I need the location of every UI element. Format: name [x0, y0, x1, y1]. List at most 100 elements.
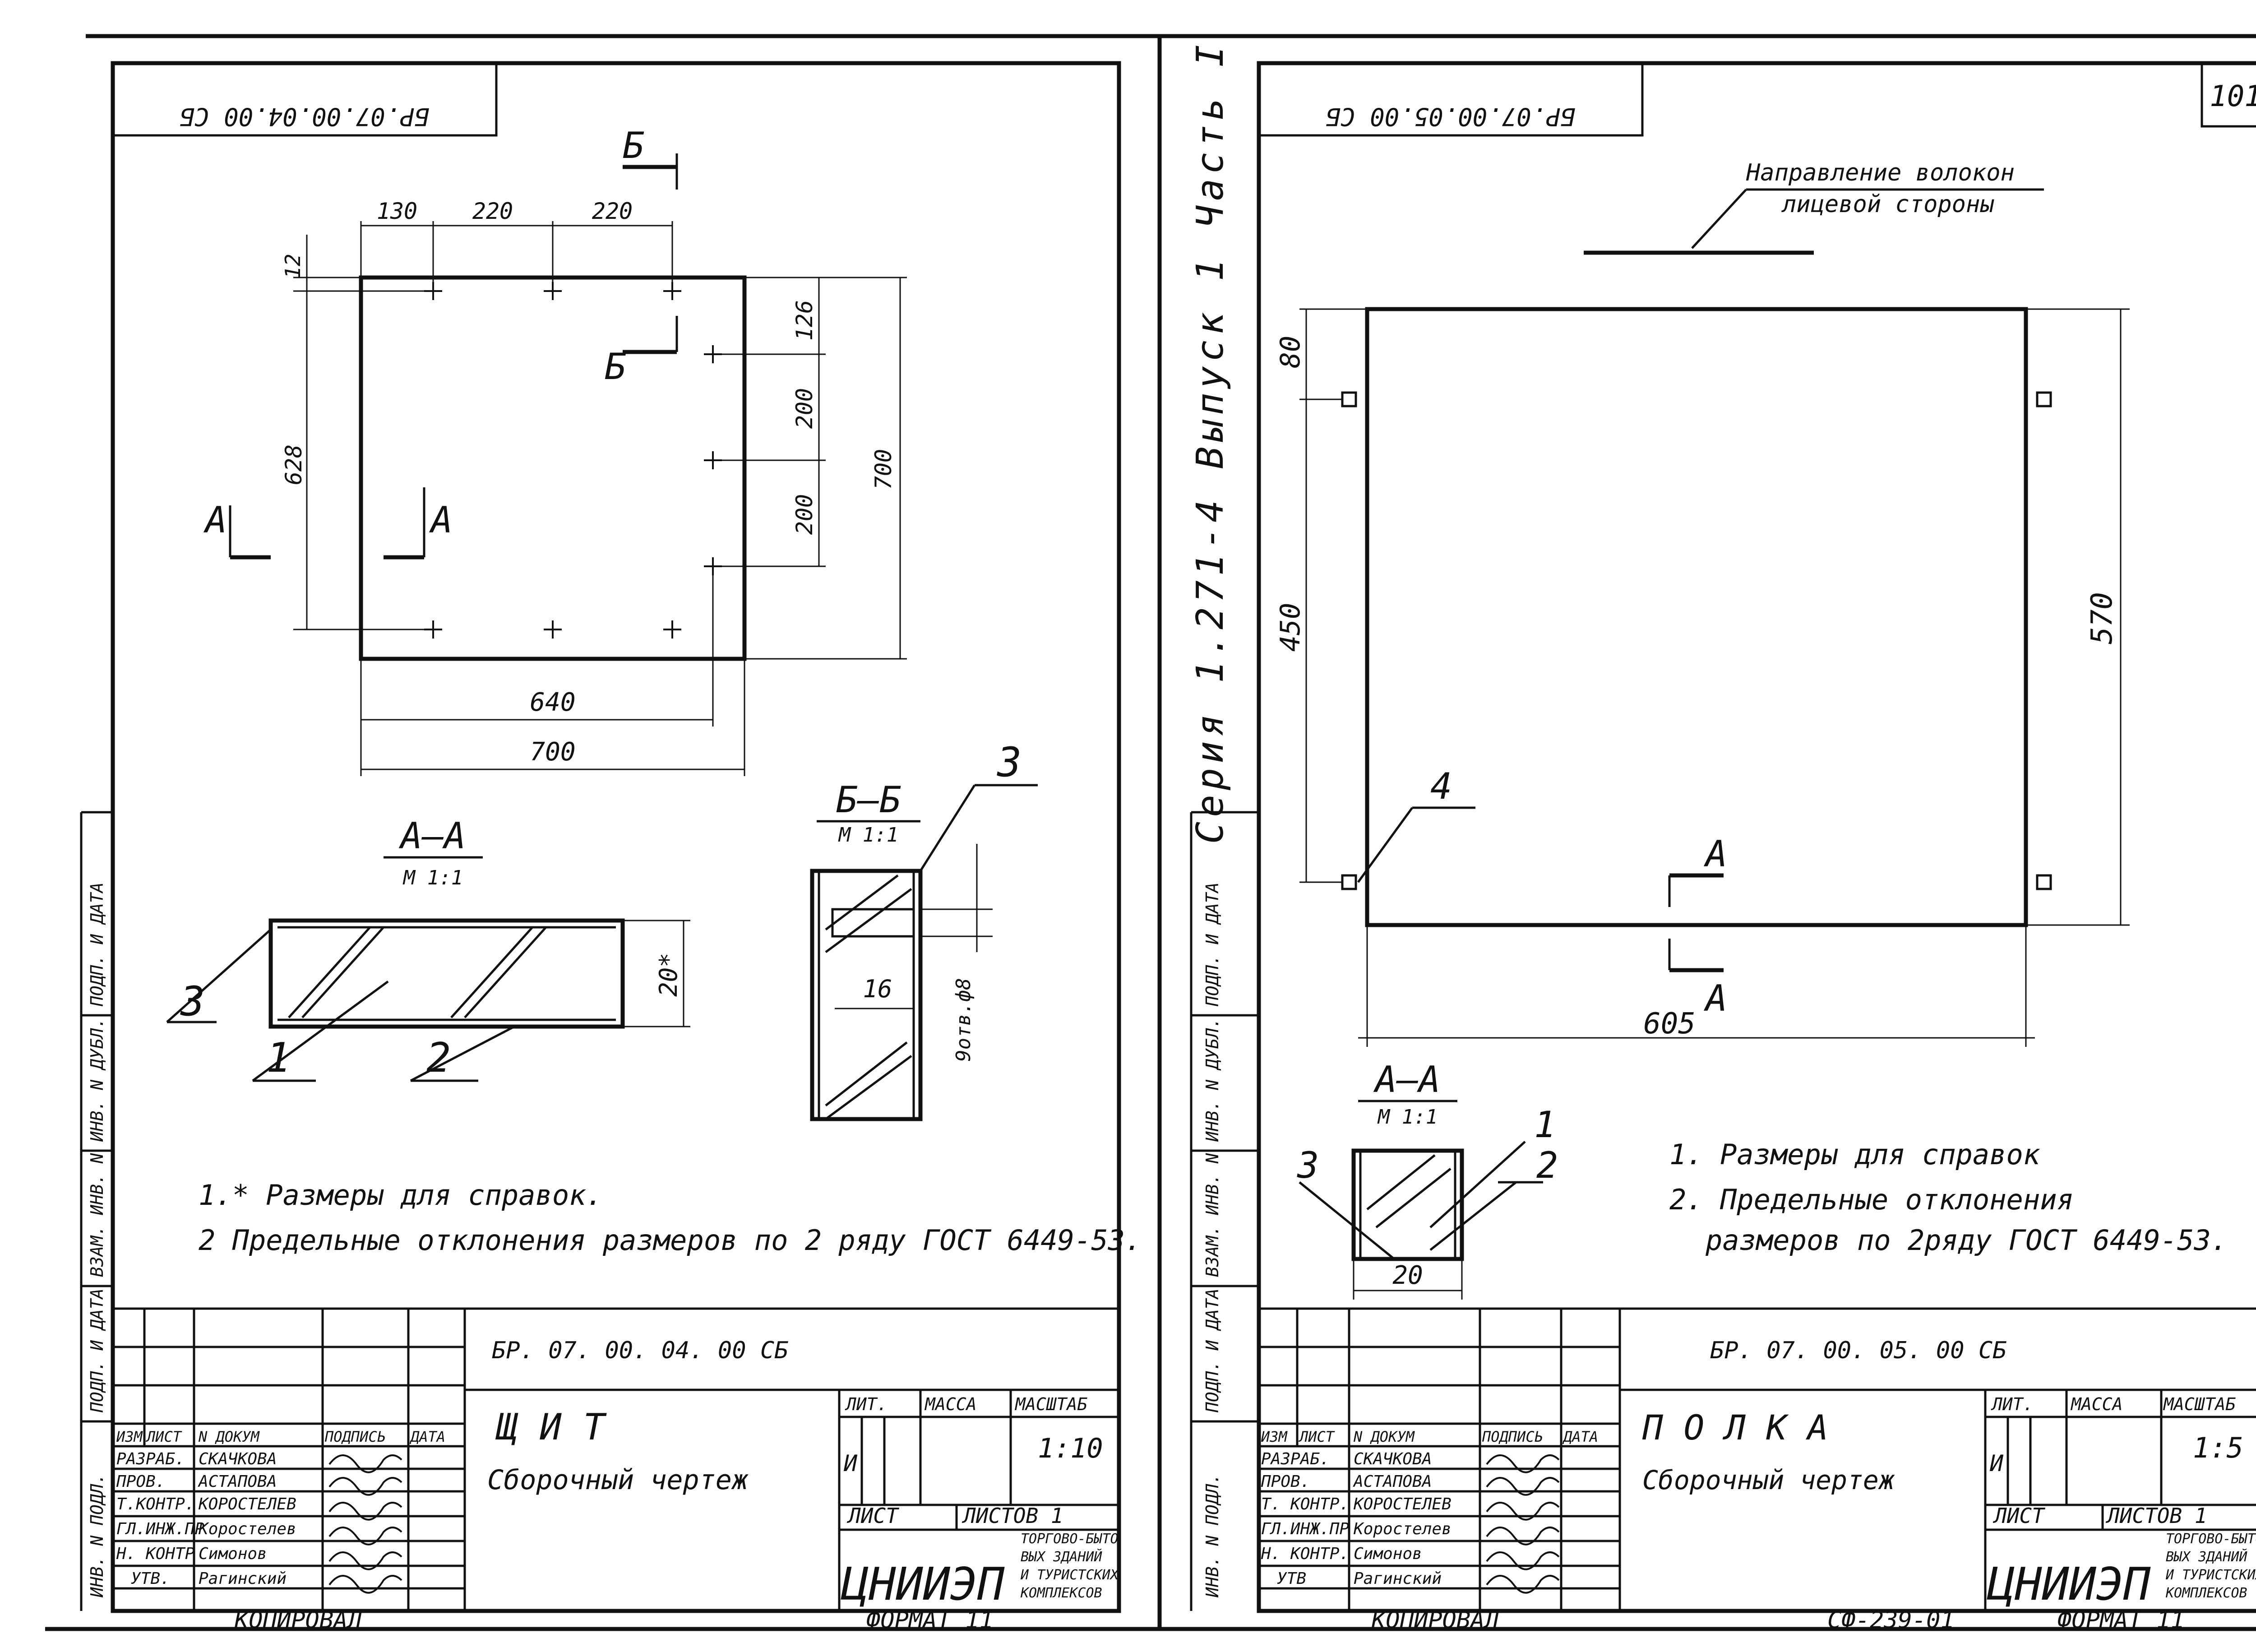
left-copy-label: КОПИРОВАЛ: [234, 1607, 362, 1634]
margin-inv-podl: ИНВ. N ПОДЛ.: [87, 1473, 107, 1598]
right-section-aa: А—А М 1:1 20 3 1 2: [1297, 1059, 1558, 1300]
left-sheets-label: ЛИСТОВ 1: [962, 1504, 1063, 1528]
right-head-ndok: N ДОКУМ: [1353, 1428, 1415, 1445]
left-stamp-box: [111, 62, 498, 137]
left-callout-2: 2: [426, 1034, 451, 1082]
margin-vzam-inv-r: ВЗАМ. ИНВ. N: [1202, 1153, 1222, 1277]
left-role-4: ГЛ.ИНЖ.ПР: [116, 1520, 204, 1538]
section-mark-a-1: А: [203, 499, 227, 541]
right-person-3: КОРОСТЕЛЕВ: [1353, 1495, 1452, 1513]
left-person-2: АСТАПОВА: [198, 1472, 277, 1491]
left-org-desc-1: ТОРГОВО-БЫТО: [1021, 1531, 1119, 1547]
right-callout-4: 4: [1430, 765, 1452, 807]
left-person-4: Коростелев: [198, 1520, 296, 1538]
right-doc-code: БР. 07. 00. 05. 00 СБ: [1710, 1337, 2006, 1364]
right-scale-label: МАСШТАБ: [2163, 1394, 2236, 1414]
right-org-desc-1: ТОРГОВО-БЫТО: [2166, 1531, 2256, 1547]
margin-podp-data-r: ПОДП. И ДАТА: [1202, 1288, 1222, 1413]
right-item-name: П О Л К А: [1642, 1407, 1828, 1448]
right-plan-view: 80 450 570 605 А А 4: [1275, 307, 2130, 1047]
right-note-3: размеров по 2ряду ГОСТ 6449-53.: [1705, 1224, 2228, 1257]
left-signatures: [328, 1454, 402, 1594]
left-note-2: 2 Предельные отклонения размеров по 2 ря…: [199, 1224, 1142, 1257]
dim-220-b: 220: [592, 198, 633, 224]
dim-holes-8: 9отв.ф8: [952, 978, 975, 1061]
right-frame: [1257, 61, 2256, 1613]
left-head-data: ДАТА: [409, 1428, 445, 1445]
left-org-logo: ЦНИИЭП: [841, 1558, 1005, 1610]
left-drawing-type: Сборочный чертеж: [487, 1464, 749, 1496]
right-person-2: АСТАПОВА: [1353, 1472, 1432, 1491]
left-lit-label: ЛИТ.: [845, 1394, 888, 1414]
dim-16: 16: [863, 975, 892, 1003]
left-callout-1: 1: [266, 1034, 291, 1082]
margin-podp-data-2-r: ПОДП. И ДАТА: [1202, 882, 1222, 1007]
left-callout-3: 3: [180, 978, 205, 1025]
grain-label-2: лицевой стороны: [1781, 191, 1994, 218]
left-role-2: ПРОВ.: [116, 1472, 165, 1491]
right-callout-3: 3: [1297, 1144, 1319, 1186]
left-section-aa: А—А М 1:1 20* 3 1 2: [166, 815, 690, 1082]
right-section-aa-title: А—А: [1373, 1059, 1441, 1101]
left-head-list: ЛИСТ: [145, 1428, 182, 1445]
shelf-outline: [1365, 307, 2028, 927]
dim-20-star: 20*: [654, 953, 683, 997]
left-format-label: ФОРМАТ 11: [866, 1607, 994, 1634]
right-role-5: Н. КОНТР.: [1261, 1545, 1349, 1563]
dim-570: 570: [2085, 592, 2119, 644]
section-mark-b-2: Б: [605, 346, 626, 388]
left-note-1: 1.* Размеры для справок.: [199, 1179, 603, 1212]
margin-inv-dubl: ИНВ. N ДУБЛ.: [87, 1018, 107, 1142]
right-person-1: СКАЧКОВА: [1354, 1450, 1432, 1468]
right-head-izm: ИЗМ: [1261, 1428, 1288, 1445]
right-person-4: Коростелев: [1353, 1520, 1452, 1538]
left-head-ndok: N ДОКУМ: [198, 1428, 260, 1445]
left-role-3: Т.КОНТР.: [116, 1495, 194, 1513]
left-org-desc-3: И ТУРИСТСКИХ: [1020, 1567, 1119, 1583]
sheet-code: СФ-239-01: [1827, 1607, 1955, 1634]
dim-200-a: 200: [791, 388, 818, 429]
right-org-desc-3: И ТУРИСТСКИХ: [2165, 1567, 2256, 1583]
right-callout-2: 2: [1536, 1144, 1558, 1186]
right-drawing-type: Сборочный чертеж: [1642, 1465, 1895, 1495]
right-head-list: ЛИСТ: [1298, 1428, 1335, 1445]
dim-628: 628: [281, 444, 307, 485]
left-margin-strip: ИНВ. N ПОДЛ. ПОДП. И ДАТА ВЗАМ. ИНВ. N И…: [80, 811, 113, 1611]
margin-podp-data: ПОДП. И ДАТА: [87, 1288, 107, 1413]
left-role-5: Н. КОНТР: [116, 1545, 195, 1563]
dim-130: 130: [377, 198, 417, 224]
left-plan-view: 130 220 220 12 628 126 200 200 700 640 7…: [203, 125, 907, 776]
right-title-block: БР. 07. 00. 05. 00 СБ П О Л К А Сборочны…: [1259, 1307, 2256, 1611]
left-org-desc-2: ВЫХ ЗДАНИЙ: [1021, 1549, 1103, 1565]
left-section-bb: Б—Б М 1:1 16 9отв.ф8 3: [810, 739, 1038, 1121]
series-label: Серия 1.271-4 Выпуск 1 Часть I: [1189, 40, 1232, 844]
left-section-bb-scale: М 1:1: [838, 824, 898, 847]
dim-80: 80: [1275, 336, 1306, 368]
right-head-podp: ПОДПИСЬ: [1482, 1428, 1543, 1445]
left-person-1: СКАЧКОВА: [199, 1450, 277, 1468]
dim-640: 640: [530, 688, 575, 717]
left-doc-code: БР. 07. 00. 04. 00 СБ: [492, 1337, 788, 1364]
right-org-desc-4: КОМПЛЕКСОВ: [2165, 1585, 2247, 1601]
right-org-logo: ЦНИИЭП: [1987, 1558, 2151, 1610]
left-scale-value: 1:10: [1038, 1433, 1103, 1464]
margin-podp-data-2: ПОДП. И ДАТА: [87, 882, 107, 1007]
left-head-izm: ИЗМ: [116, 1428, 143, 1445]
right-person-6: Рагинский: [1354, 1569, 1442, 1588]
margin-inv-dubl-r: ИНВ. N ДУБЛ.: [1202, 1018, 1222, 1142]
dim-700-v: 700: [870, 449, 897, 490]
dim-126: 126: [791, 300, 818, 341]
right-role-3: Т. КОНТР.: [1261, 1495, 1349, 1513]
dim-700-h: 700: [530, 737, 575, 767]
left-section-aa-scale: М 1:1: [402, 866, 463, 889]
right-section-mark-a-1: А: [1703, 833, 1727, 875]
right-margin-strip: ИНВ. N ПОДЛ. ПОДП. И ДАТА ВЗАМ. ИНВ. N И…: [1190, 811, 1259, 1611]
margin-inv-podl-r: ИНВ. N ПОДЛ.: [1202, 1473, 1222, 1598]
right-sheet-label: ЛИСТ: [1992, 1504, 2045, 1528]
left-person-5: Симонов: [199, 1545, 267, 1563]
dim-450: 450: [1275, 603, 1306, 652]
section-mark-a-2: А: [429, 499, 453, 541]
left-title-block: БР. 07. 00. 04. 00 СБ Щ И Т Сборочный че…: [113, 1307, 1119, 1611]
page-number-box: [2201, 62, 2256, 128]
